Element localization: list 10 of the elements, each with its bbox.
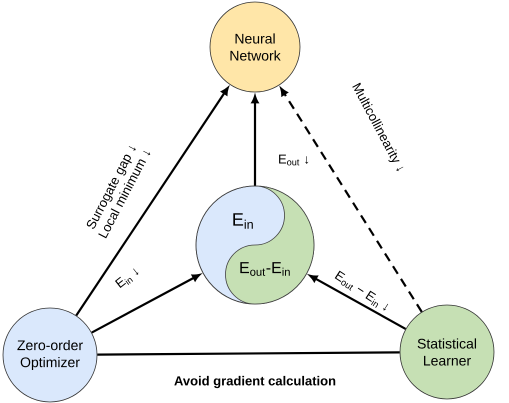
arrow xyxy=(75,87,229,316)
edge-label: E$_{out}$ − E$_{in}$ ↓ xyxy=(334,270,388,310)
arrow xyxy=(91,274,200,334)
yin-yang-circle: E$_{in}$ E$_{out}$-E$_{in}$ xyxy=(196,186,314,304)
edge-label: E$_{in}$ ↓ xyxy=(114,268,138,288)
arrow xyxy=(280,88,423,312)
edge-label: Avoid gradient calculation xyxy=(174,376,336,388)
arrow xyxy=(309,274,406,330)
edge-label: E$_{out}$ ↓ xyxy=(279,154,308,166)
arrow xyxy=(251,95,259,186)
